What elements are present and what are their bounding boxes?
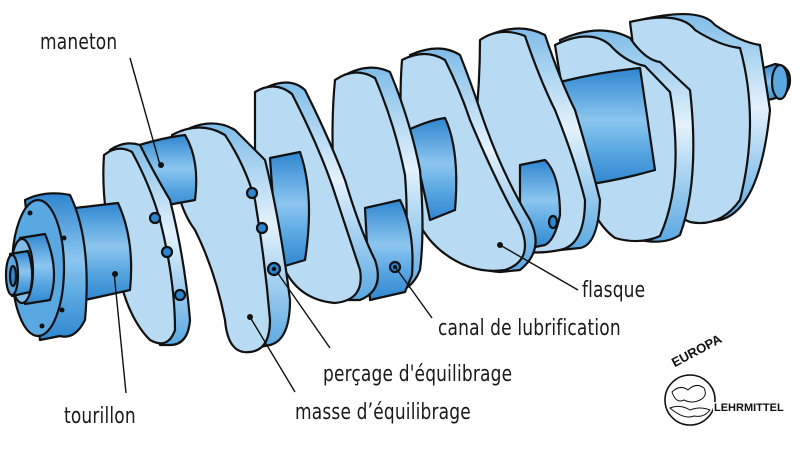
dot-maneton [158,162,164,168]
leader-percage [276,271,331,349]
dot-masse [247,314,253,320]
balance-holes-web-1 [148,211,187,302]
label-percage-d-equilibrage: perçage d'équilibrage [323,362,513,387]
leader-flasque [499,244,579,291]
balance-holes-web-2 [245,186,282,277]
globe-icon [664,374,716,426]
dot-flasque [497,242,503,248]
lubrication-hole-2 [547,214,559,230]
leader-lines [112,57,579,394]
leader-tourillon [113,271,127,394]
leader-masse [249,316,296,393]
label-canal-de-lubrification: canal de lubrification [438,316,621,341]
leader-canal [395,267,433,319]
label-maneton: maneton [40,30,118,55]
label-masse-d-equilibrage: masse d’équilibrage [295,400,471,425]
dot-tourillon [112,271,118,277]
europa-lehrmittel-logo [664,374,716,426]
logo-text-lehrmittel: LEHRMITTEL [713,402,785,414]
flange [4,192,88,342]
label-tourillon: tourillon [64,404,136,429]
label-flasque: flasque [582,278,646,303]
leader-maneton [129,57,161,166]
